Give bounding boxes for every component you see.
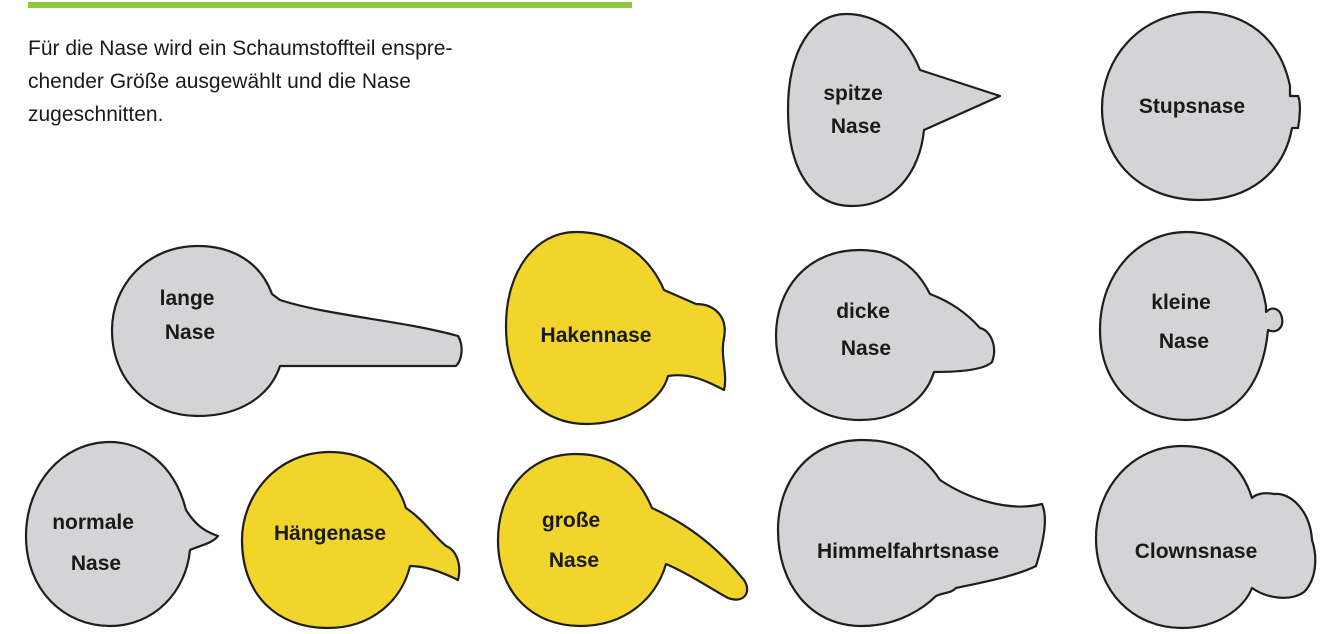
nose-label-line: dicke: [836, 300, 890, 323]
svg-text:spitze Nase: spitze Nase: [823, 82, 888, 138]
svg-text:Stupsnase: Stupsnase: [1139, 95, 1245, 118]
nose-kleine: kleine Nase: [1098, 230, 1284, 422]
svg-text:Clownsnase: Clownsnase: [1135, 540, 1258, 563]
nose-label-line: Nase: [549, 549, 599, 572]
nose-shape-stups: [1100, 10, 1301, 202]
nose-lange: lange Nase: [110, 244, 463, 418]
nose-label-line: Nase: [165, 321, 215, 344]
nose-label-line: Clownsnase: [1135, 540, 1258, 563]
svg-text:dicke Nase: dicke Nase: [836, 300, 896, 360]
nose-haken: Hakennase: [504, 230, 727, 426]
svg-text:Himmelfahrtsnase: Himmelfahrtsnase: [817, 540, 999, 563]
nose-label-line: Hängenase: [274, 522, 386, 545]
svg-text:kleine Nase: kleine Nase: [1151, 291, 1216, 353]
intro-line: chender Größe ausgewählt und die Nase: [28, 70, 411, 93]
svg-text:Hängenase: Hängenase: [274, 522, 386, 545]
nose-label-line: kleine: [1151, 291, 1211, 314]
nose-shape-spitze: [786, 12, 1002, 208]
nose-spitze: spitze Nase: [786, 12, 1002, 208]
intro-text: Für die Nase wird ein Schaumstoffteil en…: [28, 32, 608, 131]
nose-shape-haken: [504, 230, 727, 426]
nose-shape-haenge: [240, 450, 461, 630]
nose-label-line: Nase: [1159, 330, 1209, 353]
svg-text:Hakennase: Hakennase: [541, 324, 652, 347]
nose-normale: normale Nase: [24, 440, 220, 628]
nose-shape-kleine: [1098, 230, 1284, 422]
intro-line: zugeschnitten.: [28, 103, 164, 126]
nose-dicke: dicke Nase: [774, 248, 996, 422]
intro-line: Für die Nase wird ein Schaumstoffteil en…: [28, 37, 453, 60]
nose-label-line: Stupsnase: [1139, 95, 1245, 118]
svg-text:große Nase: große Nase: [542, 509, 606, 572]
nose-label-line: Himmelfahrtsnase: [817, 540, 999, 563]
svg-text:normale Nase: normale Nase: [52, 511, 140, 575]
nose-shape-himmel: [776, 438, 1046, 628]
nose-label-line: große: [542, 509, 600, 532]
nose-label-line: normale: [52, 511, 134, 534]
nose-shape-dicke: [774, 248, 996, 422]
nose-label-line: lange: [160, 287, 215, 310]
nose-haenge: Hängenase: [240, 450, 461, 630]
nose-shape-lange: [110, 244, 463, 418]
nose-clown: Clownsnase: [1094, 444, 1317, 630]
nose-shape-grosse: [496, 452, 749, 628]
nose-shape-normale: [24, 440, 220, 628]
svg-text:lange Nase: lange Nase: [160, 287, 221, 344]
nose-label-line: Nase: [71, 552, 121, 575]
nose-stups: Stupsnase: [1100, 10, 1301, 202]
nose-label-line: Nase: [841, 337, 891, 360]
nose-shape-clown: [1094, 444, 1317, 630]
nose-label-line: spitze: [823, 82, 883, 105]
nose-label-line: Hakennase: [541, 324, 652, 347]
accent-rule: [28, 2, 632, 8]
nose-himmel: Himmelfahrtsnase: [776, 438, 1046, 628]
nose-grosse: große Nase: [496, 452, 749, 628]
nose-label-line: Nase: [831, 115, 881, 138]
